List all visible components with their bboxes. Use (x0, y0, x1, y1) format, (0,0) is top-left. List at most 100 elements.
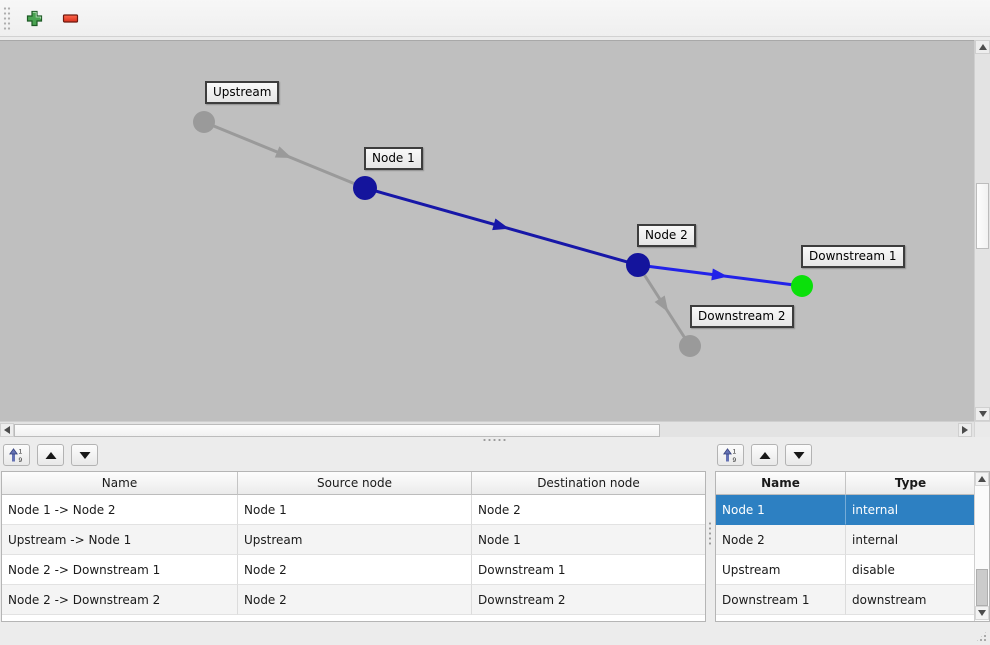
edge-arrow-icon (711, 268, 728, 281)
node-label[interactable]: Node 2 (637, 224, 696, 247)
graph-node[interactable] (626, 253, 650, 277)
table-cell[interactable]: Node 2 (472, 495, 705, 525)
table-cell[interactable]: Node 1 -> Node 2 (2, 495, 238, 525)
remove-button[interactable] (55, 4, 85, 32)
sort-button[interactable]: 1 9 (717, 444, 744, 466)
canvas-vertical-scrollbar[interactable] (974, 40, 990, 421)
table-cell[interactable]: Downstream 1 (716, 585, 846, 615)
chevron-right-icon (962, 426, 968, 434)
move-down-button[interactable] (785, 444, 812, 466)
column-header-name[interactable]: Name (716, 472, 846, 495)
graph-node[interactable] (791, 275, 813, 297)
table-cell[interactable]: Downstream 2 (472, 585, 705, 615)
move-down-button[interactable] (71, 444, 98, 466)
move-up-button[interactable] (37, 444, 64, 466)
add-button[interactable] (19, 4, 49, 32)
canvas-horizontal-scrollbar[interactable] (0, 421, 974, 437)
vertical-scrollbar-thumb[interactable] (976, 569, 988, 606)
graph-svg (193, 111, 813, 357)
node-table-header: Name Type (716, 472, 989, 495)
table-cell[interactable]: Node 2 (238, 555, 472, 585)
chevron-up-icon (978, 476, 986, 482)
table-cell[interactable]: Node 2 (716, 525, 846, 555)
plus-icon (26, 10, 42, 26)
table-cell[interactable]: Node 2 -> Downstream 1 (2, 555, 238, 585)
column-header-type[interactable]: Type (846, 472, 975, 495)
scroll-right-button[interactable] (958, 423, 972, 437)
scroll-up-button[interactable] (975, 40, 990, 54)
table-cell[interactable]: internal (852, 502, 899, 517)
table-cell[interactable]: Downstream 1 (472, 555, 705, 585)
node-label[interactable]: Node 1 (364, 147, 423, 170)
table-cell[interactable]: internal (846, 525, 975, 555)
node-table-scrollbar[interactable] (974, 472, 989, 621)
table-cell[interactable]: Upstream (716, 555, 846, 585)
node-table-row[interactable]: Node 1 internal (716, 495, 989, 525)
arrow-up-icon (45, 451, 56, 459)
table-cell[interactable]: Node 1 (716, 495, 846, 525)
status-bar (0, 625, 990, 645)
vertical-scrollbar-thumb[interactable] (976, 183, 989, 249)
horizontal-splitter[interactable] (0, 437, 990, 443)
edge-table-toolbar: 1 9 (3, 444, 98, 468)
sort-ascending-icon: 1 9 (723, 447, 737, 463)
column-header-source-node[interactable]: Source node (238, 472, 472, 495)
scroll-down-button[interactable] (975, 606, 989, 620)
table-cell[interactable]: Node 1 (472, 525, 705, 555)
vertical-splitter[interactable] (706, 443, 714, 625)
graph-node[interactable] (679, 335, 701, 357)
graph-node[interactable] (353, 176, 377, 200)
table-cell[interactable]: downstream (846, 585, 975, 615)
column-header-name[interactable]: Name (2, 472, 238, 495)
table-cell[interactable]: Upstream -> Node 1 (2, 525, 238, 555)
scrollbar-corner (974, 421, 990, 437)
sort-ascending-icon: 1 9 (9, 447, 23, 463)
table-cell[interactable]: Node 2 -> Downstream 2 (2, 585, 238, 615)
arrow-down-icon (793, 451, 804, 459)
toolbar-grip[interactable] (3, 6, 11, 30)
svg-text:1: 1 (733, 448, 737, 455)
node-label[interactable]: Downstream 1 (801, 245, 905, 268)
chevron-up-icon (978, 44, 987, 50)
node-label[interactable]: Upstream (205, 81, 280, 104)
move-up-button[interactable] (751, 444, 778, 466)
scroll-up-button[interactable] (975, 472, 989, 486)
graph-node[interactable] (193, 111, 215, 133)
bottom-panel: 1 9 Name Source node Destination node No… (0, 443, 990, 625)
svg-text:1: 1 (19, 448, 23, 455)
column-header-destination-node[interactable]: Destination node (472, 472, 705, 495)
arrow-down-icon (79, 451, 90, 459)
arrow-up-icon (759, 451, 770, 459)
splitter-handle-icon (708, 521, 712, 547)
sort-button[interactable]: 1 9 (3, 444, 30, 466)
svg-text:9: 9 (733, 457, 737, 463)
table-cell[interactable]: Node 1 (238, 495, 472, 525)
horizontal-scrollbar-thumb[interactable] (14, 424, 660, 437)
table-cell[interactable]: Node 2 (238, 585, 472, 615)
minus-icon (62, 13, 78, 23)
edge-arrow-icon (654, 295, 669, 313)
node-table-toolbar: 1 9 (717, 444, 812, 468)
resize-grip[interactable] (975, 630, 988, 643)
scroll-left-button[interactable] (0, 423, 14, 437)
table-cell[interactable]: Upstream (238, 525, 472, 555)
node-label[interactable]: Downstream 2 (690, 305, 794, 328)
chevron-left-icon (4, 426, 10, 434)
edge-arrow-icon (274, 146, 292, 159)
scroll-down-button[interactable] (975, 407, 990, 421)
edge-table-pane: 1 9 Name Source node Destination node No… (0, 443, 706, 625)
table-cell[interactable]: disable (846, 555, 975, 585)
edge-table-header: Name Source node Destination node (2, 472, 705, 495)
splitter-handle-icon (482, 438, 508, 442)
